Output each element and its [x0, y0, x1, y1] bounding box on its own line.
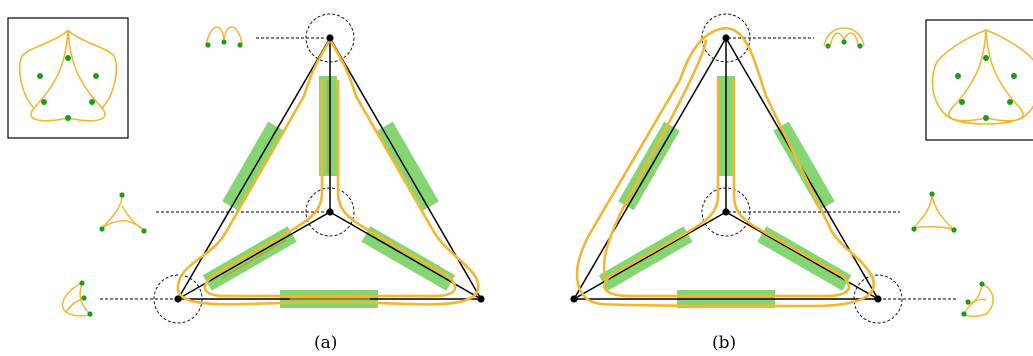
inner-lines-a — [221, 80, 370, 300]
inset-box-b — [925, 19, 1033, 141]
graph-edges-a — [177, 37, 482, 300]
inset-box-a — [7, 17, 129, 139]
vertices-b — [570, 34, 882, 303]
graph-edges-b — [573, 37, 879, 300]
curves-a — [176, 39, 480, 306]
center-vertex-glyph-a — [99, 192, 328, 234]
vertices-a — [174, 34, 485, 303]
panel-a — [7, 13, 485, 324]
caption-panel-a: (a) — [314, 333, 338, 353]
caption-panel-b: (b) — [712, 333, 737, 353]
top-vertex-glyph-a — [205, 26, 326, 48]
panel-b — [570, 13, 1033, 324]
vertex-circle-right-b — [853, 274, 903, 324]
bottom-vertex-glyph-b — [878, 281, 994, 318]
bottom-vertex-glyph-a — [61, 280, 176, 317]
center-vertex-glyph-b — [728, 191, 957, 233]
curves-b — [575, 26, 875, 308]
top-vertex-glyph-b — [728, 27, 865, 49]
